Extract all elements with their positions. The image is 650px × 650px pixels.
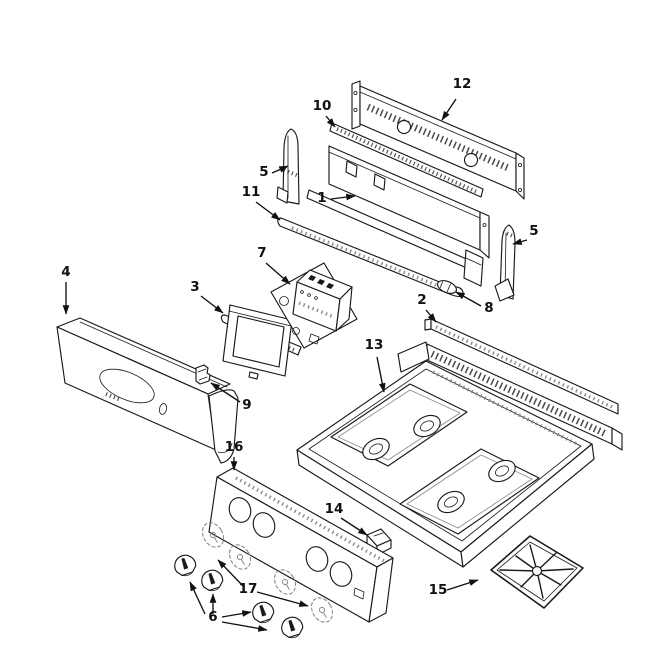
callout-arrow-2 [425, 309, 437, 323]
callout-arrow-7 [265, 262, 291, 285]
callout-number-8: 8 [484, 300, 493, 316]
manifold-panel [208, 467, 394, 623]
callout-arrow-5 [271, 165, 289, 174]
side-support-right [494, 224, 516, 302]
callout-number-4: 4 [61, 264, 70, 280]
callout-arrow-14 [340, 517, 368, 536]
callout-arrow-6 [221, 610, 252, 618]
callout-arrow-1 [330, 193, 356, 201]
callout-number-3: 3 [190, 279, 199, 295]
cooktop-rear-rail [424, 318, 619, 415]
callout-arrow-9 [210, 382, 241, 403]
control-knob [198, 566, 226, 595]
callout-number-5: 5 [259, 164, 268, 180]
backguard-rear-panel [351, 80, 525, 200]
callout-number-9: 9 [242, 397, 251, 413]
callout-number-13: 13 [365, 337, 384, 353]
callout-arrow-5 [512, 238, 528, 245]
callout-number-15: 15 [429, 582, 448, 598]
control-knob [278, 613, 306, 642]
callout-arrow-10 [325, 115, 336, 128]
callout-number-5: 5 [529, 223, 538, 239]
backguard-top-trim [329, 122, 484, 198]
callout-number-14: 14 [325, 501, 344, 517]
callout-arrow-6 [189, 581, 206, 615]
callout-number-10: 10 [313, 98, 332, 114]
control-knob [171, 551, 199, 580]
end-cap [436, 280, 458, 294]
callout-number-7: 7 [257, 245, 266, 261]
callout-number-12: 12 [453, 76, 472, 92]
burner-recess-right [399, 448, 540, 535]
control-panel [56, 317, 239, 464]
callout-number-11: 11 [242, 184, 261, 200]
control-knob [249, 598, 277, 627]
callout-arrow-3 [200, 295, 224, 314]
callout-number-2: 2 [417, 292, 426, 308]
callout-number-6: 6 [208, 609, 217, 625]
side-support-left [276, 128, 300, 205]
callout-number-16: 16 [225, 439, 244, 455]
callout-arrow-15 [446, 579, 479, 591]
panel-clip [195, 364, 211, 385]
callout-arrow-17 [256, 591, 309, 607]
burner-recess-left [330, 383, 468, 467]
display-bezel [222, 304, 293, 380]
callout-number-17: 17 [239, 581, 258, 597]
callout-arrow-8 [455, 291, 482, 307]
callout-arrow-13 [376, 356, 386, 393]
spark-module [270, 262, 358, 349]
callout-number-1: 1 [317, 190, 326, 206]
callout-arrow-17 [217, 559, 244, 587]
callout-arrow-12 [441, 98, 457, 121]
backguard-lower-trim [306, 189, 484, 287]
cooktop [296, 341, 623, 568]
backguard-middle-panel [328, 145, 490, 259]
callout-arrow-6 [221, 621, 268, 632]
burner-grate [490, 535, 584, 609]
callout-arrow-11 [255, 201, 281, 221]
